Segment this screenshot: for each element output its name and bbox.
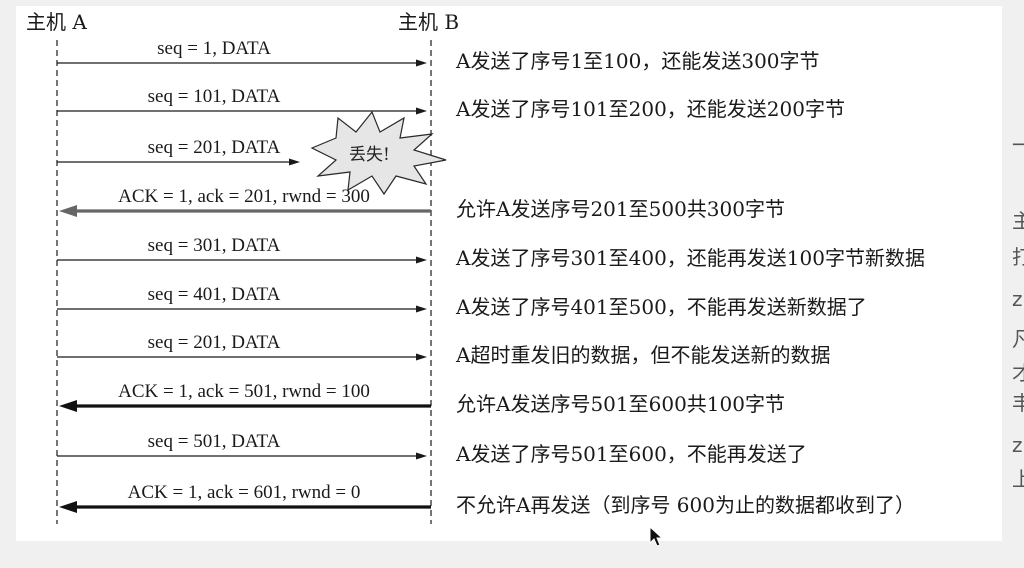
message-description: A超时重发旧的数据，但不能发送新的数据	[455, 343, 830, 367]
message-label: seq = 101, DATA	[148, 86, 281, 107]
message-row: seq = 401, DATA A发送了序号401至500，不能再发送新数据了	[57, 284, 867, 319]
message-label: seq = 501, DATA	[148, 431, 281, 452]
arrow-head	[416, 452, 427, 460]
message-label: seq = 1, DATA	[157, 38, 271, 59]
message-row: seq = 201, DATA A超时重发旧的数据，但不能发送新的数据	[57, 332, 830, 367]
edge-glyph: 才	[1012, 361, 1024, 385]
edge-glyph: 主	[1012, 209, 1024, 233]
arrow-head	[416, 59, 427, 67]
edge-glyph: 丰	[1012, 391, 1024, 415]
lost-marker-text: 丢失!	[349, 145, 390, 165]
message-description: A发送了序号301至400，还能再发送100字节新数据	[455, 246, 925, 270]
message-row: ACK = 1, ack = 501, rwnd = 100 允许A发送序号501…	[59, 381, 785, 416]
edge-glyph: 上	[1012, 467, 1024, 491]
message-row: seq = 301, DATA A发送了序号301至400，还能再发送100字节新…	[57, 235, 925, 270]
explosion-burst-icon: 丢失!	[310, 110, 447, 196]
message-label: seq = 401, DATA	[148, 284, 281, 305]
arrow-head	[416, 256, 427, 264]
mouse-pointer-icon	[649, 525, 664, 547]
message-description: 允许A发送序号201至500共300字节	[456, 197, 785, 221]
arrow-head	[59, 400, 77, 412]
message-label: seq = 201, DATA	[148, 137, 281, 158]
message-row: ACK = 1, ack = 601, rwnd = 0 不允许A再发送（到序号 …	[59, 482, 915, 517]
message-description: 不允许A再发送（到序号 600为止的数据都收到了）	[456, 493, 915, 517]
host-b-label: 主机 B	[398, 10, 459, 34]
message-description: A发送了序号401至500，不能再发送新数据了	[455, 295, 867, 319]
message-description: A发送了序号101至200，还能发送200字节	[455, 97, 845, 121]
message-row: seq = 501, DATA A发送了序号501至600，不能再发送了	[57, 431, 807, 466]
message-description: 允许A发送序号501至600共100字节	[456, 392, 785, 416]
arrow-head	[59, 205, 77, 217]
edge-glyph: z	[1012, 287, 1023, 311]
message-description: A发送了序号501至600，不能再发送了	[455, 442, 807, 466]
host-a-label: 主机 A	[26, 10, 87, 34]
message-row: seq = 201, DATA	[57, 137, 300, 166]
message-label: ACK = 1, ack = 501, rwnd = 100	[118, 381, 370, 402]
message-row: ACK = 1, ack = 201, rwnd = 300 允许A发送序号201…	[59, 186, 785, 221]
message-label: ACK = 1, ack = 601, rwnd = 0	[128, 482, 361, 503]
arrow-head	[59, 501, 77, 513]
message-label: seq = 201, DATA	[148, 332, 281, 353]
message-description: A发送了序号1至100，还能发送300字节	[455, 49, 820, 73]
edge-glyph: z	[1012, 433, 1023, 457]
message-label: ACK = 1, ack = 201, rwnd = 300	[118, 186, 370, 207]
arrow-head	[416, 353, 427, 361]
diagram-panel	[16, 6, 1002, 541]
arrow-head	[416, 305, 427, 313]
message-label: seq = 301, DATA	[148, 235, 281, 256]
arrow-head	[289, 158, 300, 166]
message-row: seq = 1, DATA A发送了序号1至100，还能发送300字节	[57, 38, 820, 73]
arrow-head	[416, 107, 427, 115]
message-row: seq = 101, DATA A发送了序号101至200，还能发送200字节	[57, 86, 845, 121]
edge-glyph: 一	[1012, 133, 1024, 157]
edge-glyph: 凡	[1012, 327, 1024, 351]
edge-glyph: 打	[1012, 245, 1024, 269]
